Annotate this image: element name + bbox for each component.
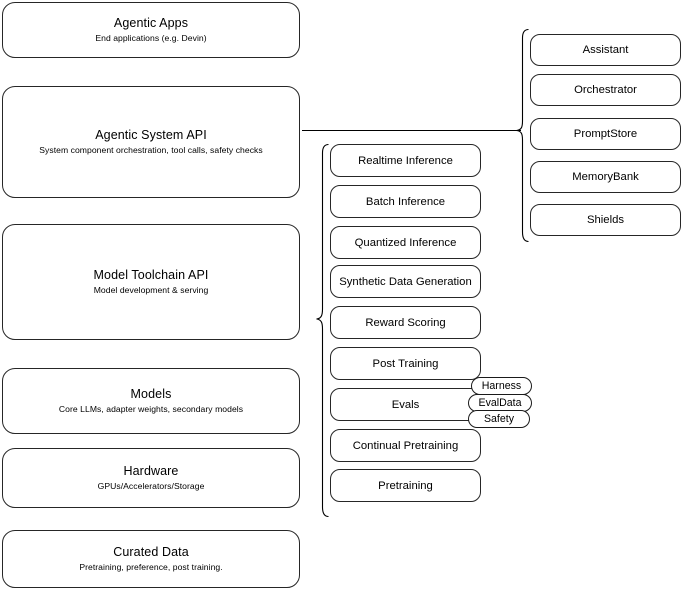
capability-label: Synthetic Data Generation — [339, 275, 472, 288]
capability-label: Realtime Inference — [358, 154, 453, 167]
capability-label: Post Training — [372, 357, 439, 370]
layer-subtitle: System component orchestration, tool cal… — [39, 145, 263, 155]
layer-title: Hardware — [123, 464, 179, 478]
brace-system-components — [516, 28, 529, 243]
capability-evals[interactable]: Evals — [330, 388, 481, 421]
capability-label: Quantized Inference — [354, 236, 457, 249]
system-component-shields[interactable]: Shields — [530, 204, 681, 236]
system-component-label: MemoryBank — [572, 171, 639, 183]
layer-title: Models — [130, 387, 172, 401]
layer-subtitle: End applications (e.g. Devin) — [95, 33, 207, 43]
eval-badge-label: Harness — [481, 380, 522, 392]
system-component-memorybank[interactable]: MemoryBank — [530, 161, 681, 193]
capability-label: Pretraining — [378, 479, 433, 492]
layer-card-models[interactable]: Models Core LLMs, adapter weights, secon… — [2, 368, 300, 434]
system-component-label: Shields — [586, 214, 625, 226]
system-component-assistant[interactable]: Assistant — [530, 34, 681, 66]
layer-title: Agentic System API — [95, 128, 207, 142]
layer-card-model-toolchain-api[interactable]: Model Toolchain API Model development & … — [2, 224, 300, 340]
layer-card-agentic-apps[interactable]: Agentic Apps End applications (e.g. Devi… — [2, 2, 300, 58]
capability-label: Continual Pretraining — [352, 439, 459, 452]
capability-post-training[interactable]: Post Training — [330, 347, 481, 380]
layer-subtitle: Model development & serving — [93, 285, 209, 295]
layer-card-hardware[interactable]: Hardware GPUs/Accelerators/Storage — [2, 448, 300, 508]
layer-card-curated-data[interactable]: Curated Data Pretraining, preference, po… — [2, 530, 300, 588]
layer-subtitle: Pretraining, preference, post training. — [79, 562, 223, 572]
layer-subtitle: GPUs/Accelerators/Storage — [97, 481, 205, 491]
system-component-promptstore[interactable]: PromptStore — [530, 118, 681, 150]
system-component-label: Orchestrator — [574, 84, 637, 96]
system-component-orchestrator[interactable]: Orchestrator — [530, 74, 681, 106]
eval-badge-label: EvalData — [478, 397, 522, 409]
capability-label: Evals — [391, 398, 420, 411]
capability-quantized-inference[interactable]: Quantized Inference — [330, 226, 481, 259]
system-component-label: Assistant — [582, 44, 629, 56]
layer-subtitle: Core LLMs, adapter weights, secondary mo… — [58, 404, 244, 414]
brace-toolchain-capabilities — [316, 143, 329, 518]
capability-label: Reward Scoring — [365, 316, 446, 329]
eval-badge-harness[interactable]: Harness — [471, 377, 532, 395]
layer-title: Curated Data — [113, 545, 189, 559]
capability-label: Batch Inference — [365, 195, 446, 208]
capability-realtime-inference[interactable]: Realtime Inference — [330, 144, 481, 177]
capability-batch-inference[interactable]: Batch Inference — [330, 185, 481, 218]
layer-card-agentic-system-api[interactable]: Agentic System API System component orch… — [2, 86, 300, 198]
layer-title: Model Toolchain API — [93, 268, 209, 282]
capability-reward-scoring[interactable]: Reward Scoring — [330, 306, 481, 339]
capability-synthetic-data-generation[interactable]: Synthetic Data Generation — [330, 265, 481, 298]
eval-badge-label: Safety — [483, 413, 515, 425]
capability-pretraining[interactable]: Pretraining — [330, 469, 481, 502]
layer-title: Agentic Apps — [113, 16, 189, 30]
eval-badge-safety[interactable]: Safety — [468, 410, 530, 428]
system-component-label: PromptStore — [573, 128, 638, 140]
capability-continual-pretraining[interactable]: Continual Pretraining — [330, 429, 481, 462]
